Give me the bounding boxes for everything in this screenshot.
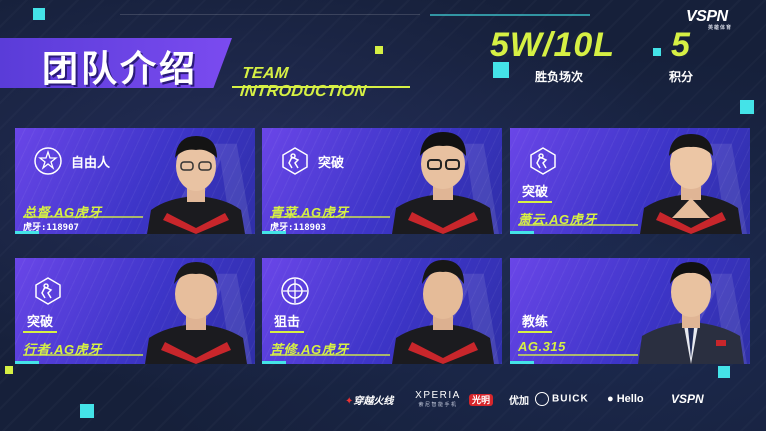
brand-text: VSPN: [686, 8, 728, 25]
buick-logo: BUICK: [535, 392, 607, 406]
name-underline: [23, 216, 143, 218]
deco-square: [375, 46, 383, 54]
name-underline: [270, 216, 390, 218]
player-card-1[interactable]: A 自由人 总督.AG虎牙 虎牙:118907: [15, 128, 255, 234]
player-photo: [137, 128, 255, 234]
subtitle-underline: [232, 86, 410, 88]
free-agent-icon: [33, 146, 63, 176]
deco-square: [740, 100, 754, 114]
breach-icon: [33, 276, 63, 306]
player-card-5[interactable]: A 狙击 苦修.AG虎牙: [262, 258, 502, 364]
coach-card[interactable]: A 教练 AG.315: [510, 258, 750, 364]
page-title: 团队介绍: [42, 49, 199, 90]
win-loss-label: 胜负场次: [535, 70, 584, 84]
sponsor-bar: ✦穿越火线 XPERIA 索尼智能手机 光明 优加 BUICK ● Hello …: [345, 386, 755, 412]
player-card-4[interactable]: A 突破 行者.AG虎牙: [15, 258, 255, 364]
role-label: 自由人: [71, 155, 111, 170]
deco-square: [33, 8, 45, 20]
sponsor-name: 穿越火线: [353, 395, 394, 407]
crossfire-logo: ✦穿越火线: [345, 395, 394, 407]
player-card-3[interactable]: A 突破 萧云.AG虎牙: [510, 128, 750, 234]
deco-square: [653, 48, 661, 56]
deco-line: [120, 14, 420, 15]
card-corner: [262, 231, 286, 234]
win-loss-score: 5W/10L: [490, 26, 616, 64]
brand-subtext: 英雄体育: [708, 25, 733, 31]
hello-logo: ● Hello: [607, 393, 671, 405]
player-name: 青菜.AG虎牙: [270, 205, 349, 220]
sponsor-name: VSPN: [671, 392, 704, 406]
sponsor-subtext: 索尼智能手机: [418, 402, 458, 408]
points-value: 5: [671, 26, 690, 64]
sponsor-name: 光明: [469, 393, 494, 406]
deco-square: [80, 404, 94, 418]
guangming-logo: 光明: [469, 393, 503, 406]
sniper-icon: [280, 276, 310, 306]
card-corner: [510, 361, 534, 364]
role-label: 突破: [518, 180, 553, 203]
card-corner: [15, 361, 39, 364]
sponsor-name: Hello: [616, 393, 644, 405]
breach-icon: [528, 146, 558, 176]
role-label: 突破: [318, 155, 345, 170]
player-photo: [384, 128, 502, 234]
title-background: [0, 38, 232, 88]
role-label: 教练: [518, 310, 553, 333]
player-photo: [137, 258, 255, 364]
player-card-2[interactable]: A 突破 青菜.AG虎牙 虎牙:118903: [262, 128, 502, 234]
sponsor-name: BUICK: [552, 393, 589, 405]
name-underline: [518, 224, 638, 226]
name-underline: [518, 354, 638, 356]
sponsor-name: XPERIA: [415, 390, 461, 401]
deco-square: [718, 366, 730, 378]
xperia-logo: XPERIA 索尼智能手机: [407, 390, 469, 408]
player-photo: [632, 128, 750, 234]
coach-photo: [632, 258, 750, 364]
deco-square: [5, 366, 13, 374]
player-photo: [384, 258, 502, 364]
card-corner: [15, 231, 39, 234]
card-corner: [262, 361, 286, 364]
sponsor-name: 优加: [509, 395, 529, 407]
player-name: AG.315: [518, 339, 566, 354]
player-name: 总督.AG虎牙: [23, 205, 102, 220]
card-corner: [510, 231, 534, 234]
player-name: 苦修.AG虎牙: [270, 342, 349, 357]
player-name: 行者.AG虎牙: [23, 342, 102, 357]
player-id: 虎牙:118903: [270, 223, 326, 233]
player-name: 萧云.AG虎牙: [518, 212, 597, 227]
role-label: 突破: [23, 310, 58, 333]
page-subtitle: TEAM INTRODUCTION: [239, 65, 368, 100]
player-id: 虎牙:118907: [23, 223, 79, 233]
breach-icon: [280, 146, 310, 176]
name-underline: [23, 354, 143, 356]
role-label: 狙击: [270, 310, 305, 333]
title-bar: 团队介绍 TEAM INTRODUCTION: [0, 38, 410, 100]
deco-line: [430, 14, 590, 16]
deco-square: [493, 62, 509, 78]
vspn-sponsor-logo: VSPN: [671, 392, 731, 406]
name-underline: [270, 354, 390, 356]
points-label: 积分: [669, 70, 694, 84]
hello-mascot-icon: ●: [607, 393, 614, 405]
buick-emblem-icon: [535, 392, 549, 406]
youjia-logo: 优加: [503, 392, 535, 407]
